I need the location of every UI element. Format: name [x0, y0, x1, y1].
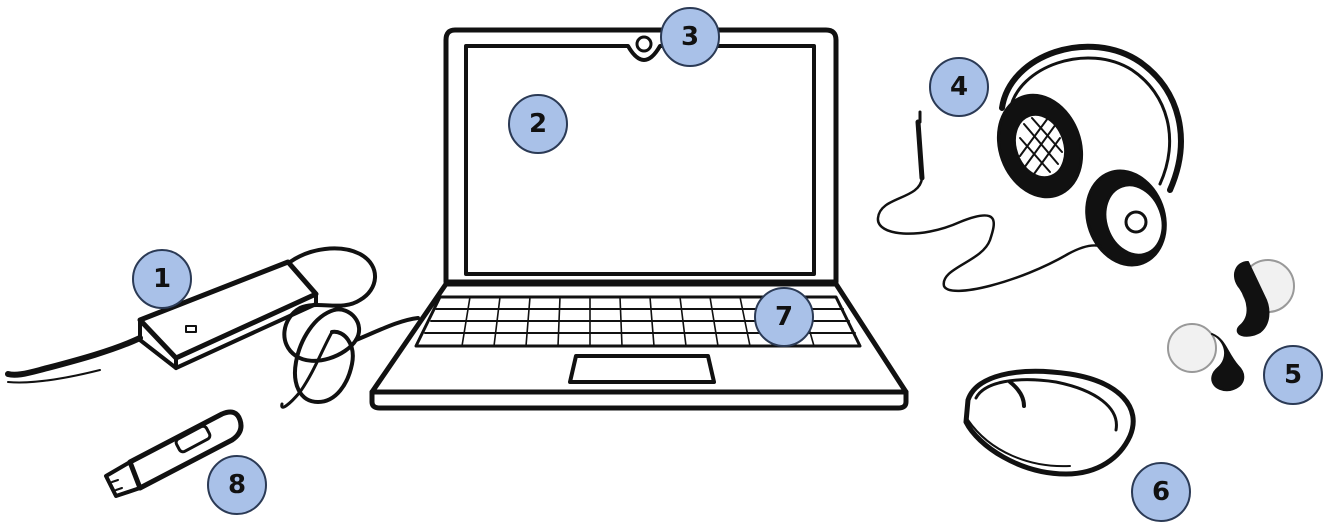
power-adapter-icon: [8, 248, 418, 407]
webcam-icon: [637, 37, 651, 51]
callout-number-1: 1: [153, 264, 171, 294]
callout-badge-4: 4: [929, 57, 989, 117]
laptop-screen-icon: [466, 46, 814, 274]
callout-number-3: 3: [681, 22, 699, 52]
callout-number-2: 2: [529, 109, 547, 139]
laptop-icon: [372, 30, 906, 408]
callout-number-8: 8: [228, 470, 246, 500]
wired-headphones-icon: [878, 47, 1181, 291]
callout-badge-5: 5: [1263, 345, 1323, 405]
callout-number-7: 7: [775, 302, 793, 332]
callout-badge-3: 3: [660, 7, 720, 67]
callout-badge-8: 8: [207, 455, 267, 515]
mouse-icon: [966, 371, 1133, 474]
callout-number-4: 4: [950, 72, 968, 102]
callout-badge-2: 2: [508, 94, 568, 154]
callout-badge-1: 1: [132, 249, 192, 309]
callout-number-6: 6: [1152, 477, 1170, 507]
callout-badge-6: 6: [1131, 462, 1191, 522]
callout-number-5: 5: [1284, 360, 1302, 390]
callout-badge-7: 7: [754, 287, 814, 347]
